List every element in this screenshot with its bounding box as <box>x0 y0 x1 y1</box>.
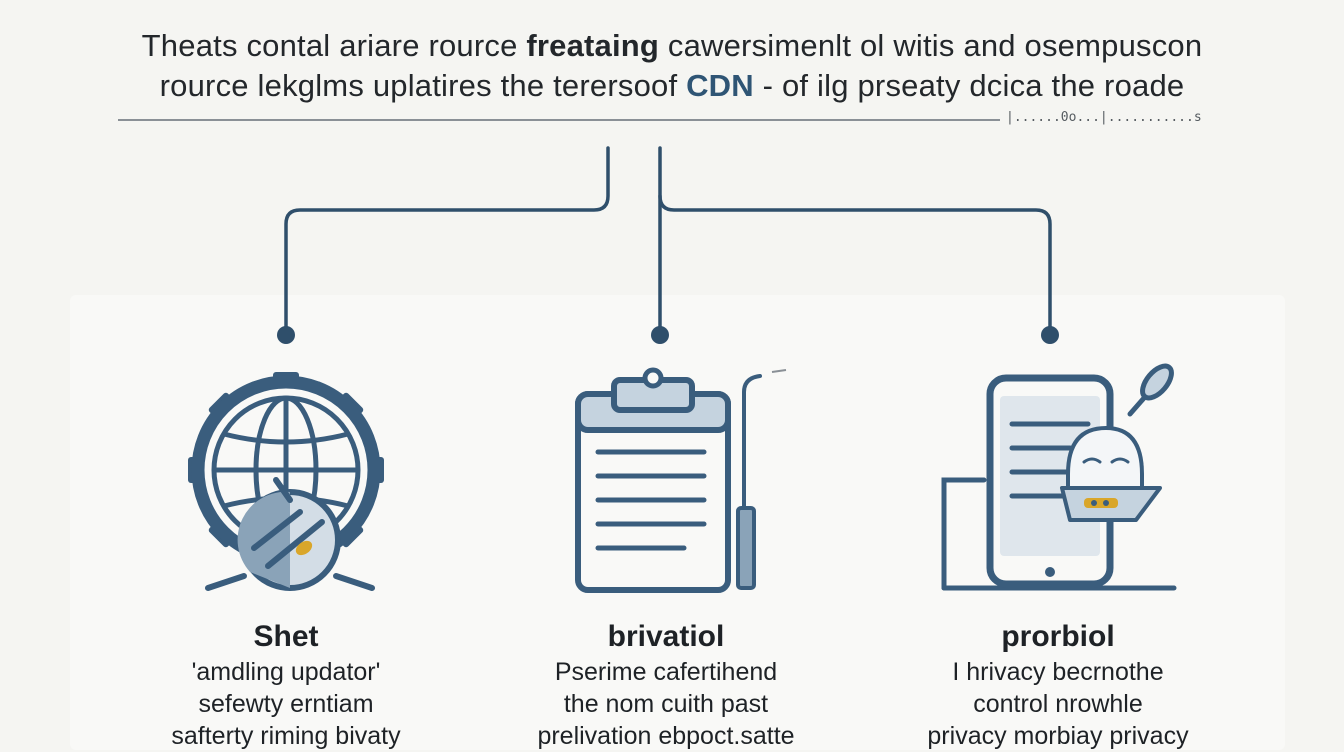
node-desc-line: Pserime cafertihend <box>554 658 778 686</box>
node-label-3: prorbiol I hrivacy becrnothe control nro… <box>878 618 1238 752</box>
node-desc-line: safterty riming bivaty <box>171 722 401 750</box>
header-divider <box>118 119 1000 121</box>
connector-lines <box>284 146 1052 336</box>
node-title: brivatiol <box>607 620 725 653</box>
clipboard-icon <box>575 367 787 593</box>
connector-node-center <box>651 326 669 344</box>
divider-annotation: |......0o...|...........s <box>1006 110 1202 125</box>
node-label-1: Shet 'amdling updator' sefewty erntiam s… <box>106 618 466 752</box>
node-desc-line: control nrowhle <box>973 690 1143 718</box>
header-line-2: rource lekglms uplatires the terersoof C… <box>0 66 1344 106</box>
globe-gear-icon <box>188 372 384 591</box>
mobile-lock-icon <box>941 363 1177 591</box>
connector-node-left <box>277 326 295 344</box>
node-desc-line: 'amdling updator' <box>191 658 381 686</box>
node-desc-line: privacy morbiay privacy <box>927 722 1189 750</box>
node-desc-line: sefewty erntiam <box>198 690 374 718</box>
node-desc-line: I hrivacy becrnothe <box>952 658 1164 686</box>
header-line-1: Theats contal ariare rource freataing ca… <box>0 26 1344 66</box>
node-desc-line: the nom cuith past <box>563 690 769 718</box>
connector-right <box>658 194 1052 336</box>
header-text: - of ilg prseaty dcica the roade <box>753 68 1185 103</box>
header-text: cawersimenlt ol witis and osempuscon <box>659 28 1203 63</box>
header-text: Theats contal ariare rource <box>141 28 527 63</box>
connector-left <box>284 146 610 336</box>
cdn-keyword: CDN <box>686 68 754 103</box>
node-title: Shet <box>253 620 319 653</box>
connector-node-right <box>1041 326 1059 344</box>
node-label-2: brivatiol Pserime cafertihend the nom cu… <box>486 618 846 752</box>
header-emphasis: freataing <box>526 28 660 63</box>
node-title: prorbiol <box>1001 620 1115 653</box>
diagram-header: Theats contal ariare rource freataing ca… <box>0 26 1344 106</box>
node-desc-line: prelivation ebpoct.satte <box>537 722 795 750</box>
header-text: rource lekglms uplatires the terersoof <box>159 68 687 103</box>
